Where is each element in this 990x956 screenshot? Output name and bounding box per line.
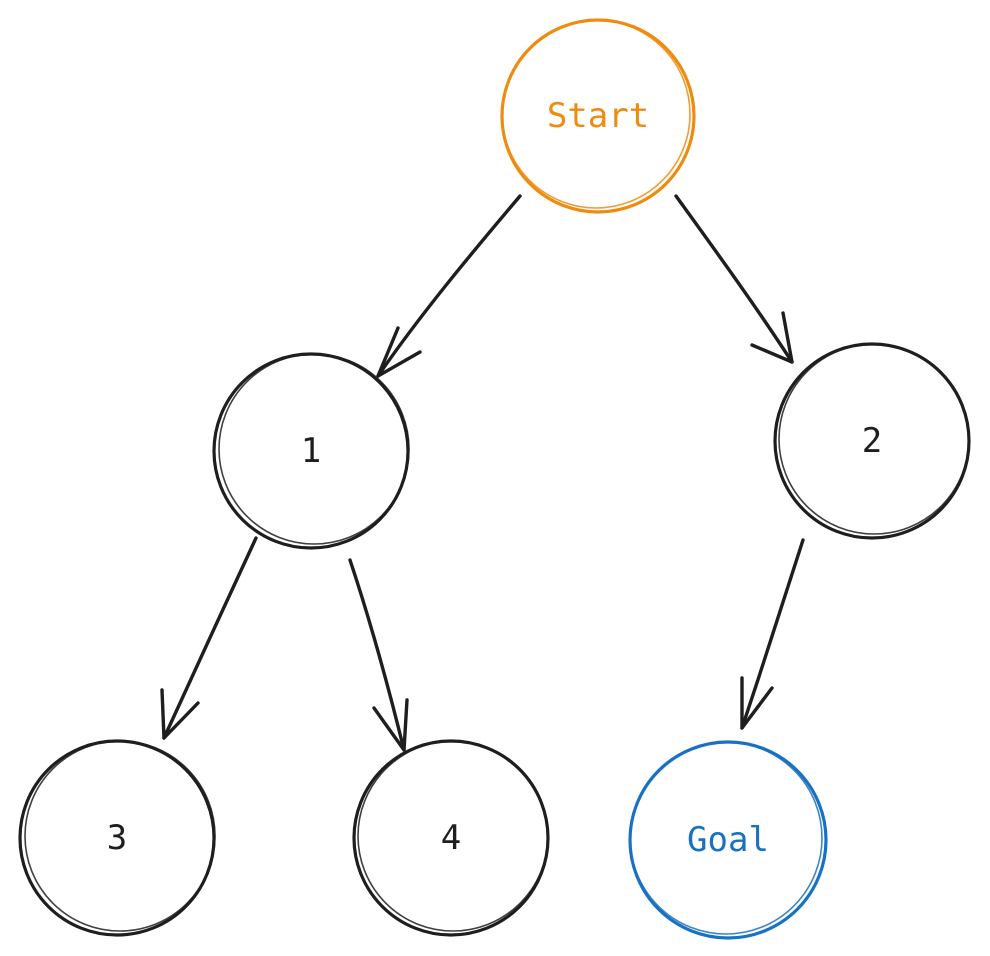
node-goal: Goal [628, 740, 828, 940]
edge-1-to-4 [348, 558, 409, 752]
node-label-4: 4 [441, 818, 461, 858]
node-start: Start [500, 18, 696, 214]
node-4: 4 [352, 739, 550, 937]
node-label-goal: Goal [687, 820, 769, 860]
edge-start-to-2 [674, 194, 794, 364]
node-label-start: Start [547, 96, 649, 136]
node-label-1: 1 [301, 431, 321, 471]
node-2: 2 [773, 342, 971, 540]
edge-1-to-3 [160, 536, 258, 740]
node-label-3: 3 [107, 818, 127, 858]
node-3: 3 [18, 739, 216, 937]
node-label-2: 2 [862, 421, 882, 461]
edge-start-to-1 [376, 194, 522, 378]
node-1: 1 [212, 352, 410, 550]
edge-2-to-goal [740, 538, 805, 730]
